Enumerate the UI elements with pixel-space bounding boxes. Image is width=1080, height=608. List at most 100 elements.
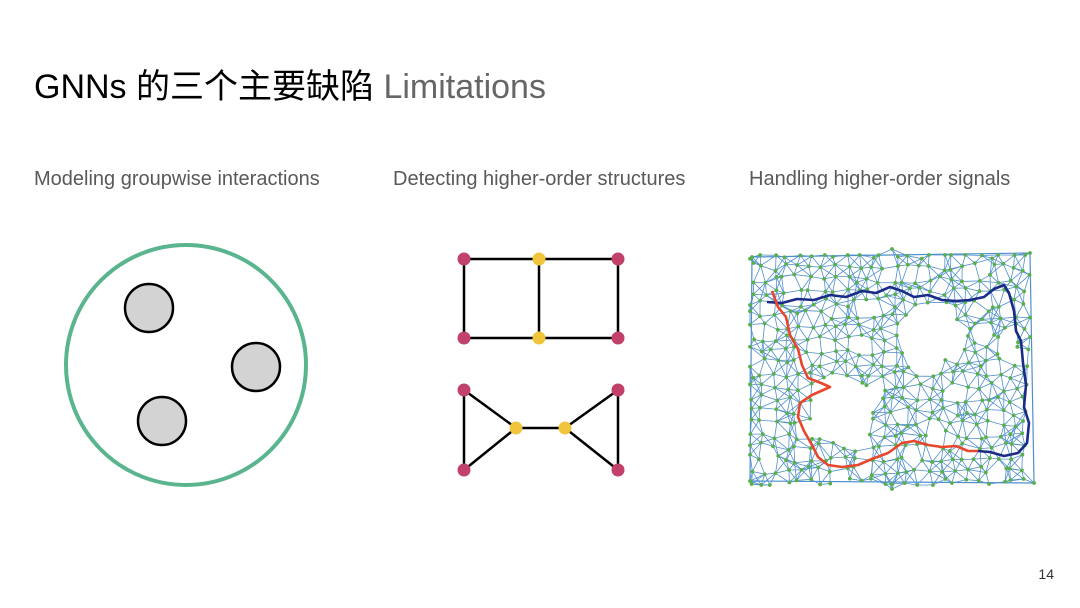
- mesh-edge: [1009, 401, 1026, 412]
- mesh-edge: [979, 274, 991, 282]
- mesh-edge: [776, 263, 787, 278]
- mesh-node: [900, 351, 904, 355]
- mesh-node: [964, 477, 969, 482]
- mesh-edge: [786, 413, 795, 424]
- mesh-node: [901, 369, 906, 374]
- mesh-node: [880, 266, 884, 271]
- mesh-edge: [907, 255, 920, 266]
- mesh-edge: [796, 313, 799, 327]
- mesh-edge: [819, 438, 834, 444]
- mesh-edge: [901, 282, 916, 284]
- mesh-node: [882, 338, 887, 343]
- mesh-edge: [990, 291, 994, 308]
- mesh-node: [1012, 297, 1016, 302]
- mesh-edge: [981, 255, 995, 265]
- mesh-edge: [855, 364, 874, 367]
- mesh-edge: [1014, 254, 1024, 271]
- mesh-edge: [917, 398, 931, 401]
- mesh-edge: [957, 362, 969, 365]
- mesh-edge: [991, 442, 1007, 449]
- mesh-edge: [1010, 478, 1024, 481]
- mesh-node: [773, 385, 777, 390]
- mesh-edge: [1010, 432, 1023, 435]
- mesh-edge: [761, 373, 774, 385]
- mesh-edge: [872, 411, 891, 414]
- mesh-edge: [942, 430, 947, 449]
- mesh-node: [988, 272, 992, 277]
- mesh-node: [775, 398, 780, 403]
- mesh-edge: [904, 469, 915, 484]
- mesh-node: [817, 334, 822, 339]
- mesh-edge: [1013, 255, 1015, 268]
- graph-node: [457, 331, 471, 345]
- mesh-node: [940, 389, 945, 393]
- mesh-node: [895, 422, 900, 427]
- mesh-edge: [999, 358, 1015, 367]
- mesh-edge: [793, 274, 802, 291]
- mesh-edge: [945, 430, 959, 437]
- mesh-node: [748, 303, 752, 307]
- mesh-edge: [807, 289, 815, 305]
- mesh-node: [808, 446, 813, 451]
- mesh-edge: [787, 389, 801, 404]
- mesh-edge: [1021, 454, 1023, 471]
- mesh-edge: [997, 336, 999, 355]
- mesh-edge: [903, 387, 918, 401]
- mesh-node: [997, 356, 1002, 361]
- mesh-edge: [873, 447, 884, 463]
- mesh-edge: [760, 265, 776, 272]
- mesh-edge: [961, 254, 966, 267]
- mesh-edge: [953, 288, 956, 306]
- mesh-edge: [753, 282, 766, 295]
- mesh-edge: [860, 268, 867, 280]
- mesh-node: [834, 302, 839, 306]
- mesh-edge: [845, 360, 856, 367]
- mesh-edge: [760, 442, 774, 447]
- mesh-node: [1001, 389, 1006, 394]
- mesh-edge: [776, 412, 788, 422]
- mesh-edge: [807, 276, 812, 291]
- mesh-node: [809, 381, 814, 386]
- mesh-node: [1002, 423, 1006, 428]
- mesh-node: [985, 407, 989, 412]
- mesh-node: [963, 400, 968, 404]
- mesh-node: [871, 255, 876, 260]
- mesh-node: [794, 478, 799, 483]
- mesh-node: [805, 337, 810, 342]
- mesh-node: [918, 433, 923, 438]
- mesh-node: [985, 418, 990, 423]
- mesh-node: [828, 481, 833, 486]
- mesh-node: [845, 253, 850, 257]
- mesh-node: [992, 333, 996, 337]
- mesh-edge: [1028, 336, 1031, 350]
- mesh-edge: [760, 265, 766, 283]
- mesh-node: [774, 275, 779, 279]
- mesh-edge: [896, 445, 906, 460]
- mesh-node: [749, 482, 754, 486]
- mesh-edge: [819, 366, 825, 378]
- mesh-edge: [954, 459, 962, 472]
- mesh-node: [919, 256, 924, 261]
- mesh-edge: [902, 299, 907, 316]
- mesh-edge: [830, 442, 834, 459]
- mesh-edge: [820, 267, 825, 280]
- mesh-node: [889, 482, 894, 486]
- mesh-edge: [955, 305, 966, 316]
- mesh-edge: [942, 382, 953, 392]
- mesh-edge: [1022, 291, 1025, 304]
- mesh-edge: [1000, 316, 1016, 319]
- mesh-node: [869, 265, 874, 270]
- mesh-edge: [801, 469, 812, 480]
- mesh-node: [864, 297, 869, 302]
- mesh-edge: [1017, 341, 1029, 350]
- mesh-edge: [932, 399, 942, 413]
- mesh-node: [1011, 413, 1016, 418]
- mesh-edge: [1026, 349, 1029, 367]
- mesh-edge: [880, 313, 893, 329]
- mesh-edge: [951, 279, 966, 289]
- mesh-edge: [988, 382, 993, 401]
- mesh-edge: [819, 336, 836, 341]
- mesh-edge: [753, 265, 762, 283]
- mesh-edge: [810, 276, 825, 280]
- mesh-edge: [957, 420, 963, 437]
